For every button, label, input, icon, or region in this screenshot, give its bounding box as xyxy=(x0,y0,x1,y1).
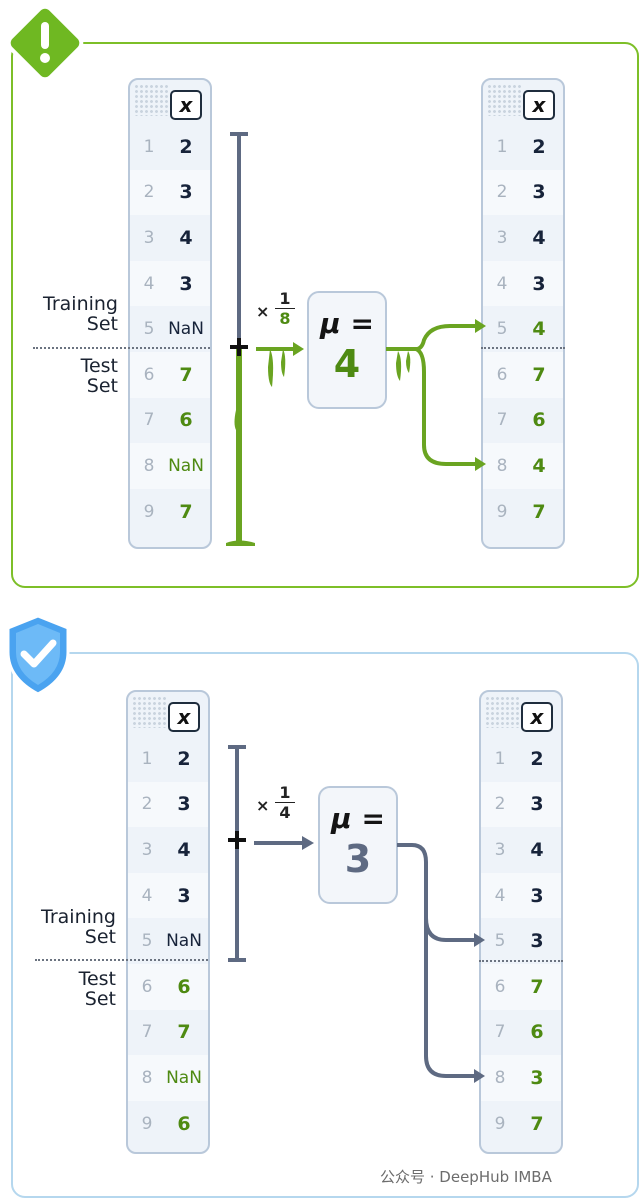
watermark: 公众号 · DeepHub IMBA xyxy=(380,1166,552,1187)
